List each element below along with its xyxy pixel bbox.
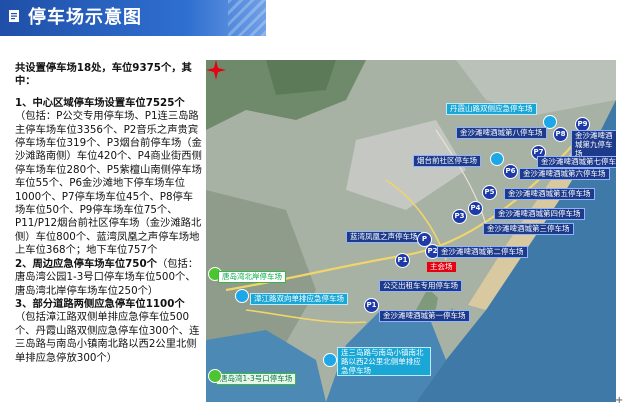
map-label-yantaiqian: 烟台前社区停车场 (413, 155, 481, 167)
map-label-danxia: 丹霞山路双侧应急停车场 (446, 103, 537, 115)
map-label-lot7: 金沙滩啤酒城第七停车场 (537, 156, 616, 168)
tangdao-gate-marker[interactable] (208, 369, 222, 383)
map-label-lanwan: 蓝湾凤凰之声停车场 (346, 231, 422, 243)
page-title: 停车场示意图 (28, 7, 142, 28)
section-3-heading: 3、部分道路两侧应急停车位1100个 (15, 297, 185, 310)
description-panel: 共设置停车场18处，车位9375个，其中： 1、中心区域停车场设置车位7525个… (15, 62, 203, 365)
main-venue-label: 主会场 (427, 262, 456, 272)
emergency-lot-marker[interactable] (543, 115, 557, 129)
map-label-lot2: 金沙滩啤酒城第二停车场 (437, 246, 528, 258)
section-1-body: （包括：P公交专用停车场、P1连三岛路主停车场车位3356个、P2音乐之声贵宾停… (15, 110, 202, 257)
map-label-p8lot: 金沙滩啤酒城第八停车场 (456, 127, 547, 139)
map-label-lot5: 金沙滩啤酒城第五停车场 (504, 188, 595, 200)
zhangjiang-marker[interactable] (235, 289, 249, 303)
map-background (206, 60, 616, 402)
summary-text: 共设置停车场18处，车位9375个，其中： (15, 62, 192, 88)
title-banner: 停车场示意图 (0, 0, 266, 36)
parking-pin-p1[interactable]: P1 (395, 253, 410, 268)
cursor-plus-icon: + (615, 395, 624, 406)
map-label-tangdaokou: 唐岛湾1-3号口停车场 (216, 373, 297, 385)
section-3-body: （包括漳江路双侧单排应急停车位500个、丹霞山路双侧应急停车位300个、连三岛路… (15, 311, 200, 364)
section-2-heading: 2、周边应急停车场车位750个 (15, 257, 157, 270)
parking-pin-p[interactable]: P (417, 232, 432, 247)
section-1-heading: 1、中心区域停车场设置车位7525个 (15, 96, 185, 109)
map-label-lot4: 金沙滩啤酒城第四停车场 (494, 208, 585, 220)
map-label-lot3: 金沙滩啤酒城第三停车场 (483, 223, 574, 235)
venue-star-icon[interactable] (206, 60, 226, 80)
map-label-tangdaobei: 唐岛湾北岸停车场 (218, 271, 286, 283)
map-label-lot6: 金沙滩啤酒城第六停车场 (519, 168, 610, 180)
parking-pin-p8[interactable]: P8 (553, 127, 568, 142)
document-icon (9, 10, 19, 22)
map-label-liansandao: 连三岛路与南岛小镇南北路以西2公里北侧单排应急停车场 (337, 347, 431, 376)
map-label-bus: 公交出租车专用停车场 (379, 280, 462, 292)
section-2-body: （包括：唐岛湾公园1-3号口停车场车位500个、唐岛湾北岸停车场车位250个） (15, 257, 199, 297)
map-label-zhangjiang: 漳江路双向单排应急停车场 (250, 293, 348, 305)
parking-pin-p5[interactable]: P5 (482, 185, 497, 200)
parking-pin-p3[interactable]: P3 (452, 209, 467, 224)
banner-stripe-decoration (228, 0, 266, 36)
emergency-lot-marker-2[interactable] (490, 152, 504, 166)
parking-pin-p4[interactable]: P4 (468, 201, 483, 216)
parking-pin-p6[interactable]: P6 (503, 164, 518, 179)
liansandao-marker[interactable] (323, 353, 337, 367)
map-label-lot1: 金沙滩啤酒城第一停车场 (379, 310, 470, 322)
parking-map[interactable]: 丹霞山路双侧应急停车场 P9 金沙滩啤酒城第八停车场 P8 金沙滩啤酒城第九停车… (206, 60, 616, 402)
map-label-p9lot: 金沙滩啤酒城第九停车场 (571, 130, 616, 159)
parking-pin-p1b[interactable]: P1 (364, 298, 379, 313)
